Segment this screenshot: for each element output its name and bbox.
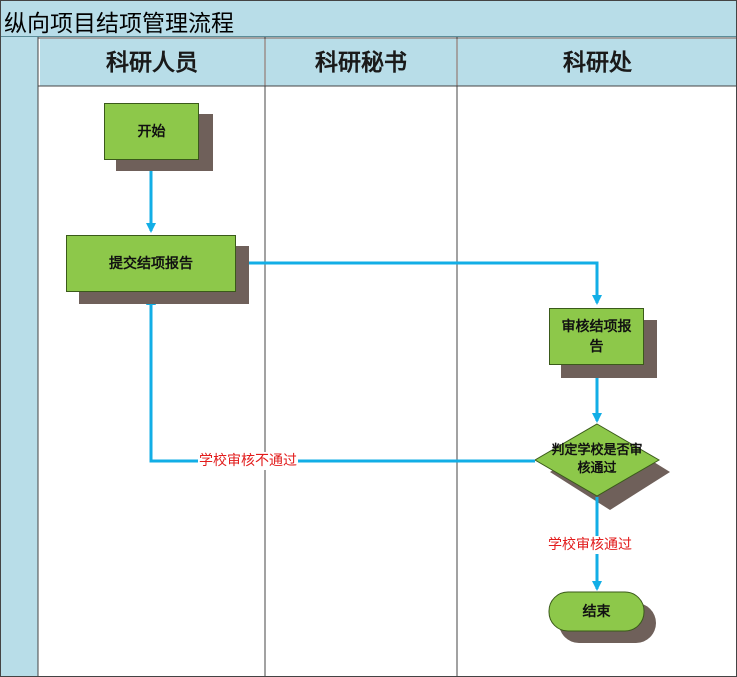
decision-node-shape: [534, 423, 660, 497]
reject-edge-label: 学校审核不通过: [198, 452, 298, 470]
end-node-shape: [548, 591, 645, 632]
lane-header-researcher: 科研人员: [40, 39, 264, 86]
lane-label-strip: [0, 37, 38, 677]
review-report-node: 审核结项报告: [549, 308, 644, 365]
lane-header-research-office: 科研处: [458, 39, 737, 86]
arrow-submit-to-review: [236, 261, 602, 305]
approve-edge-label: 学校审核通过: [547, 536, 633, 554]
arrow-decision-reject: [146, 295, 535, 463]
decision-node-label: 判定学校是否审核通过: [551, 443, 643, 476]
lane-header-secretary: 科研秘书: [266, 39, 456, 86]
end-node-label: 结束: [582, 603, 611, 620]
submit-report-node: 提交结项报告: [66, 235, 236, 292]
diagram-title: 纵向项目结项管理流程: [4, 11, 234, 37]
start-node: 开始: [104, 103, 199, 160]
title-bar: 纵向项目结项管理流程: [0, 0, 737, 37]
